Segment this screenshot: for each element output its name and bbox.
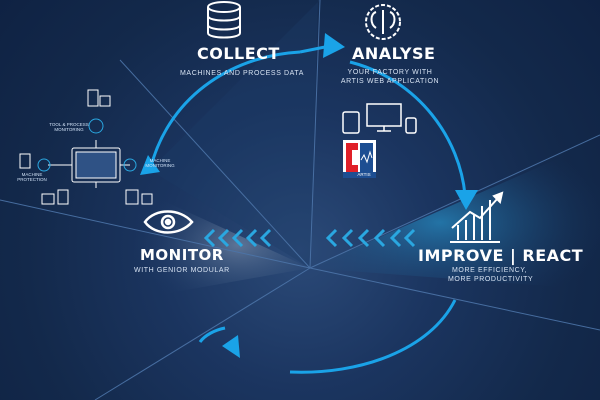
tool-process-label-line2: MONITORING [54,127,84,132]
machine-monitoring-label-line1: MACHINE [149,158,171,163]
artis-logo [343,140,376,178]
cycle-arrows [148,43,467,374]
brain-gear-icon [365,4,401,40]
machine-protection-label-line1: MACHINE [21,172,43,177]
machine-monitoring-label-line2: MONITORING [145,163,175,168]
monitoring-network [19,89,153,205]
arrow-collect [148,50,301,171]
cycle-arrowheads [140,33,478,358]
monitor-icon [366,103,402,127]
improve-subtitle-line2: MORE PRODUCTIVITY [448,276,534,283]
artis-logo-text: ARTIS [357,172,371,177]
monitor-title: MONITOR [140,246,224,264]
chevrons-monitor [203,228,272,248]
arrow-analyse [349,60,467,196]
collect-sector [150,0,320,268]
machine-protection-label-line2: PROTECTION [17,177,47,182]
eye-icon [143,210,194,234]
monitor-subtitle: WITH GENIOR MODULAR [134,267,230,274]
chevrons-improve [325,228,416,248]
phone-icon [405,117,417,134]
improve-subtitle-line1: MORE EFFICIENCY, [452,267,528,274]
collect-title: COLLECT [197,44,280,63]
arrow-improve [289,299,457,374]
machine-protection-label: MACHINE PROTECTION [12,172,52,182]
analyse-subtitle-line2: ARTIS WEB APPLICATION [340,78,440,85]
improve-sector [310,140,600,290]
tool-process-label: TOOL & PROCESS MONITORING [46,122,92,132]
device-icons [342,103,417,134]
database-icon [207,1,241,39]
machine-monitoring-label: MACHINE MONITORING [140,158,180,168]
tablet-icon [342,111,360,134]
improve-title: IMPROVE | REACT [418,246,584,265]
analyse-title: ANALYSE [352,44,436,63]
tool-process-label-line1: TOOL & PROCESS [49,122,89,127]
growth-chart-icon [450,191,504,243]
monitor-sector [130,190,310,300]
collect-subtitle: MACHINES AND PROCESS DATA [180,70,305,77]
analyse-subtitle-line1: YOUR FACTORY WITH [347,69,433,76]
